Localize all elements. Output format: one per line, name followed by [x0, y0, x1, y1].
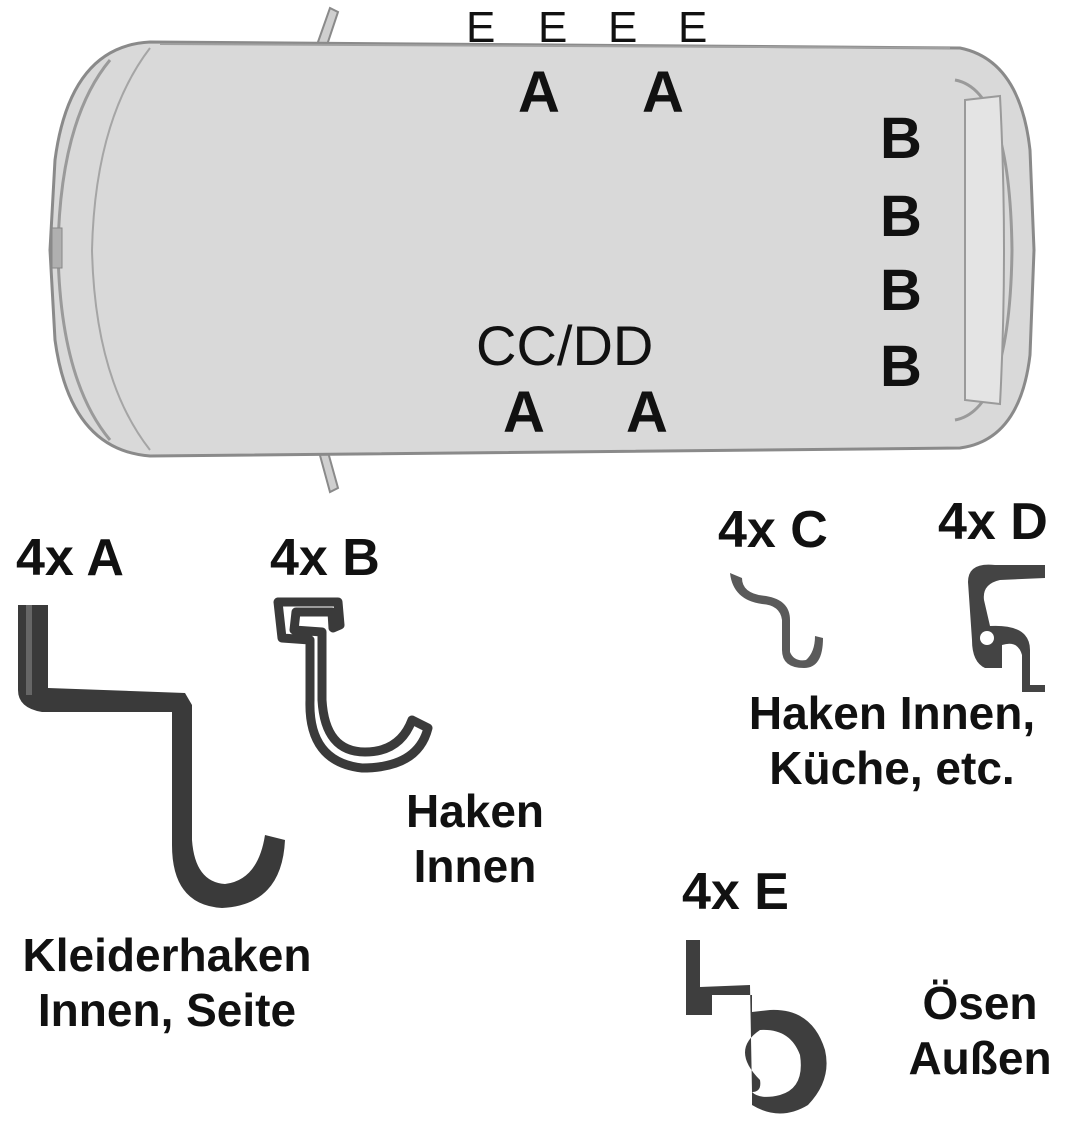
rear-b-label-2: B — [880, 184, 922, 249]
front-grille — [51, 227, 63, 269]
rear-b-label-3: B — [880, 258, 922, 323]
hook-b-shape — [273, 597, 433, 773]
roof-rail — [159, 43, 951, 49]
part-e-description-line-1: Ösen — [922, 977, 1038, 1029]
part-e-description-line-2: Außen — [908, 1032, 1052, 1085]
hook-e-shape — [686, 940, 827, 1114]
part-cd-description-line-1: Haken Innen, — [748, 687, 1036, 739]
part-b-description-line-1: Haken — [405, 785, 545, 837]
top-a-label-2: A — [642, 60, 684, 125]
hook-c-shape — [730, 573, 823, 668]
part-d-count: 4x D — [938, 493, 1048, 551]
part-cd-description-line-2: Küche, etc. — [769, 742, 1015, 795]
hook-e-hole — [763, 1047, 797, 1081]
bottom-a-label-2: A — [626, 380, 668, 445]
bottom-a-label-1: A — [503, 380, 545, 445]
part-b-description-line-2: Innen — [413, 840, 537, 893]
van-body — [48, 40, 1036, 458]
part-cd-description: Haken Innen, Küche, etc. — [712, 686, 1072, 796]
van-windshield — [90, 47, 151, 451]
part-e-description: Ösen Außen — [880, 976, 1080, 1086]
top-e-label-3: E — [608, 3, 638, 52]
rear-window — [964, 94, 1005, 406]
hook-d-shape — [968, 564, 1045, 692]
side-cd-label: CC/DD — [476, 314, 654, 377]
part-a-count: 4x A — [16, 529, 124, 587]
part-a-description: Kleiderhaken Innen, Seite — [0, 928, 334, 1038]
top-e-label-4: E — [678, 3, 708, 52]
hook-a-slot — [26, 605, 32, 695]
part-a-description-line-1: Kleiderhaken — [22, 929, 312, 981]
hook-d-hole — [980, 631, 994, 645]
top-a-label-1: A — [518, 60, 560, 125]
top-e-label-2: E — [538, 3, 568, 52]
part-c-count: 4x C — [718, 501, 828, 559]
rear-b-label-1: B — [880, 106, 922, 171]
top-e-label-1: E — [466, 3, 496, 52]
hook-a-shape — [18, 605, 285, 908]
part-b-count: 4x B — [270, 529, 380, 587]
rear-b-label-4: B — [880, 334, 922, 399]
part-b-description: Haken Innen — [380, 784, 570, 894]
part-a-description-line-2: Innen, Seite — [37, 984, 297, 1037]
part-e-count: 4x E — [682, 863, 789, 921]
